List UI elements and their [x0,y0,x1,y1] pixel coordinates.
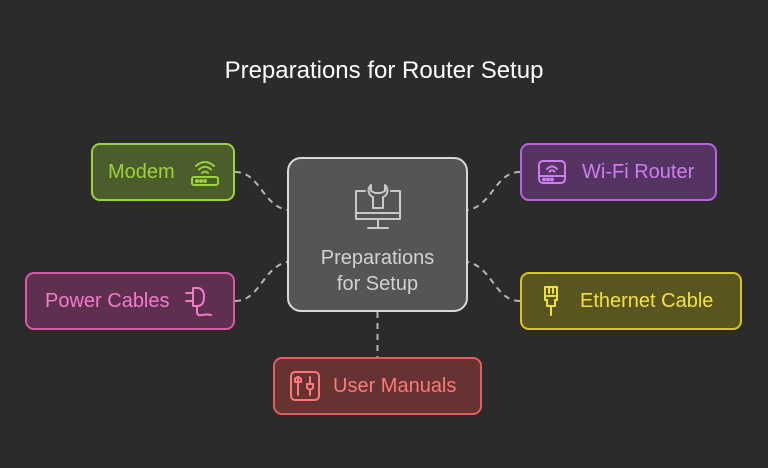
connector-ethernet-cable [467,261,521,302]
power-cables-node: Power Cables [25,272,235,330]
connector-wifi-router [467,171,521,211]
ethernet-cable-node: Ethernet Cable [520,272,742,330]
wifi-signal-icon [190,161,219,186]
center-node: Preparations for Setup [287,157,468,312]
modem-label: Modem [108,160,175,183]
router-icon [538,160,566,184]
wifi-router-node: Wi-Fi Router [520,143,717,201]
ethernet-connector-icon [544,286,558,316]
connector-modem [234,171,288,211]
plug-icon [184,287,212,317]
power-cables-label: Power Cables [45,289,170,312]
tools-monitor-icon [355,184,401,229]
center-label-line1: Preparations [320,247,435,269]
modem-node: Modem [91,143,235,201]
user-manuals-label: User Manuals [333,374,457,397]
connector-power-cables [234,261,288,302]
user-manuals-node: User Manuals [273,357,482,415]
ethernet-cable-label: Ethernet Cable [580,289,714,312]
diagram-title: Preparations for Router Setup [224,57,544,84]
wifi-router-label: Wi-Fi Router [582,160,695,183]
manual-tools-icon [290,371,320,401]
center-label-line2: for Setup [336,273,419,295]
